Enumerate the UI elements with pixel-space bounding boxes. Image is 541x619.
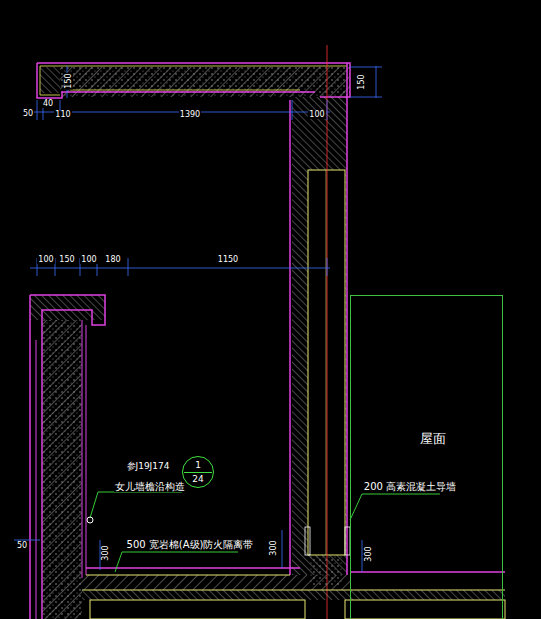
detail-callout: 1 24 — [182, 456, 214, 488]
dimension: 150 — [358, 73, 366, 90]
dimension: 100 — [308, 111, 325, 119]
dimension: 50 — [16, 542, 28, 550]
dimension: 1390 — [179, 111, 201, 119]
reference-note: 参J19J174 — [126, 462, 171, 471]
dimension: 1150 — [217, 256, 239, 264]
dimension: 150 — [58, 256, 75, 264]
dimension: 180 — [104, 256, 121, 264]
dimension: 100 — [37, 256, 54, 264]
dimension: 110 — [54, 111, 71, 119]
material-note: 200 高素混凝土导墙 — [363, 482, 457, 492]
dimension: 300 — [102, 544, 110, 561]
sheet-number: 24 — [192, 475, 203, 484]
detail-number: 1 — [195, 461, 201, 470]
callout-divider — [184, 472, 212, 473]
dimension: 50 — [22, 110, 34, 118]
region-name: 屋面 — [420, 432, 446, 445]
dimension: 40 — [42, 100, 54, 108]
dimension: 300 — [270, 539, 278, 556]
dimension: 150 — [65, 72, 73, 89]
dimension: 100 — [80, 256, 97, 264]
roof-region: 屋面 — [350, 295, 503, 619]
dimension: 300 — [365, 545, 373, 562]
material-note: 500 宽岩棉(A级)防火隔离带 — [126, 540, 255, 550]
detail-title: 女儿墙檐沿构造 — [114, 482, 186, 492]
